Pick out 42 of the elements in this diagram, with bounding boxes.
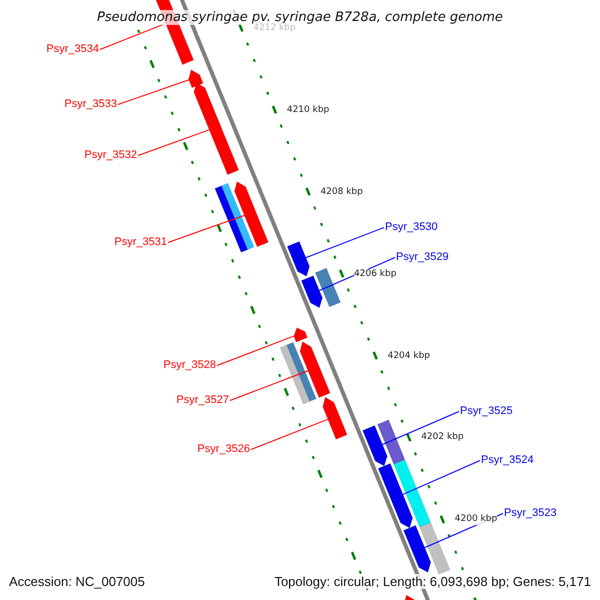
gene-label: Psyr_3533 <box>64 98 117 111</box>
tick-label: 4206 kbp <box>354 268 396 280</box>
tick-label: 4204 kbp <box>388 350 430 362</box>
accession-text: Accession: NC_007005 <box>9 574 145 589</box>
leader-line <box>230 370 308 401</box>
gene-label: Psyr_3532 <box>84 149 137 162</box>
leader-line <box>402 460 480 495</box>
genome-summary-text: Topology: circular; Length: 6,093,698 bp; Genes: 5,171 <box>274 574 591 589</box>
leader-line <box>138 129 210 156</box>
gene-feature <box>194 82 239 175</box>
gene-feature <box>300 341 330 398</box>
leader-line <box>305 227 384 258</box>
leader-line <box>168 214 245 243</box>
gene-label: Psyr_3526 <box>197 443 250 456</box>
gene-label: Psyr_3524 <box>481 454 534 467</box>
gene-feature <box>322 396 348 440</box>
tick-label: 4200 kbp <box>454 514 498 526</box>
map-title: Pseudomonas syringae pv. syringae B728a, complete genome <box>97 10 503 25</box>
tick-label: 4212 kbp <box>253 22 296 34</box>
leader-line <box>250 418 328 450</box>
gene-feature <box>188 69 204 88</box>
tick-label: 4202 kbp <box>421 432 464 444</box>
gene-label: Psyr_3525 <box>460 405 513 418</box>
gene-feature <box>378 463 413 528</box>
leader-line <box>382 411 460 445</box>
gene-feature <box>234 181 269 248</box>
tick-label: 4210 kbp <box>286 104 330 116</box>
leader-line <box>118 79 190 105</box>
gene-label: Psyr_3531 <box>114 236 167 249</box>
gene-label: Psyr_3527 <box>176 394 229 407</box>
gene-feature <box>294 328 308 342</box>
gene-feature <box>287 241 310 277</box>
gene-label: Psyr_3523 <box>504 507 557 520</box>
gene-label: Psyr_3530 <box>385 221 438 234</box>
gene-label: Psyr_3529 <box>396 251 449 264</box>
gene-label: Psyr_3534 <box>46 43 99 56</box>
leader-line <box>216 336 294 366</box>
gene-feature <box>403 525 432 573</box>
gene-label: Psyr_3528 <box>163 359 216 372</box>
gene-feature <box>301 275 323 308</box>
tick-label: 4208 kbp <box>320 186 363 198</box>
gene-feature <box>362 425 388 466</box>
